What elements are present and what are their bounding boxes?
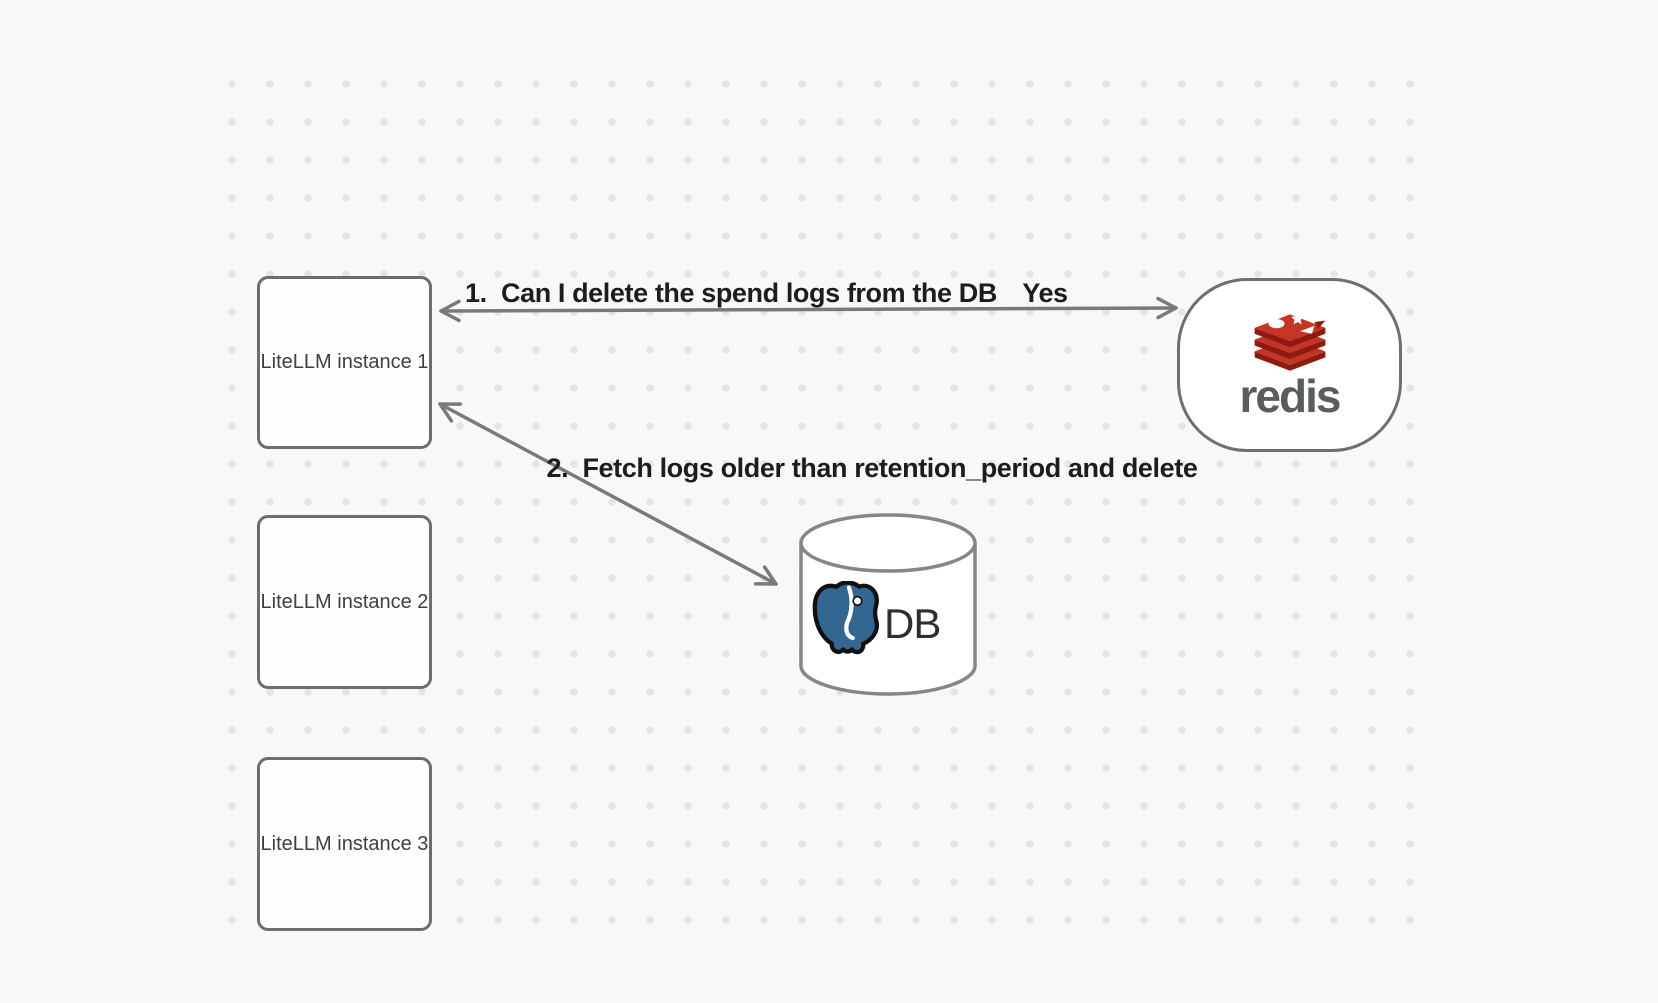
redis-wordmark: redis (1239, 370, 1342, 422)
edge-label-delete-spend-logs[interactable]: 1. Can I delete the spend logs from the … (465, 278, 997, 308)
arrow-instance1-db[interactable] (438, 402, 778, 586)
postgresql-elephant-icon (812, 581, 879, 655)
database-label: DB (884, 600, 941, 647)
node-label: LiteLLM instance 2 (260, 590, 429, 613)
edge-label-yes[interactable]: Yes (1022, 278, 1068, 308)
redis-logo-icon (1254, 312, 1325, 371)
node-litellm-instance-1[interactable]: LiteLLM instance 1 (257, 276, 432, 449)
node-redis[interactable]: redis (1177, 278, 1402, 452)
edge-label-fetch-logs[interactable]: 2. Fetch logs older than retention_perio… (546, 453, 1198, 483)
node-label: LiteLLM instance 1 (260, 351, 429, 373)
node-litellm-instance-3[interactable]: LiteLLM instance 3 (257, 757, 432, 931)
node-label: LiteLLM instance 3 (260, 832, 429, 855)
arrow-instance1-redis[interactable] (439, 296, 1178, 323)
node-litellm-instance-2[interactable]: LiteLLM instance 2 (257, 515, 432, 689)
